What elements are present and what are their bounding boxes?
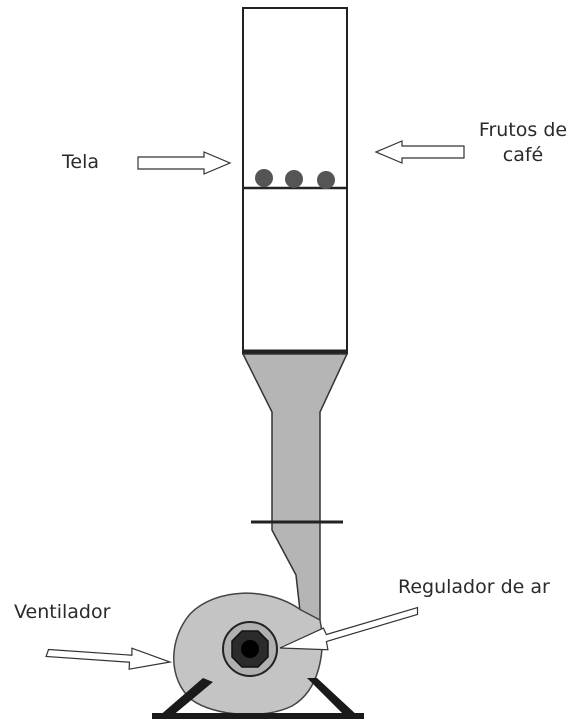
ventilador-label: Ventilador <box>14 601 111 623</box>
regulador-de-ar-label: Regulador de ar <box>398 576 550 598</box>
funnel-duct <box>241 353 349 621</box>
regulador-arrow <box>279 606 419 651</box>
coffee-berry-1 <box>255 169 273 187</box>
tela-label: Tela <box>62 151 99 173</box>
coffee-berry-3 <box>317 171 335 189</box>
frutos-label-line2: café <box>502 144 544 166</box>
stand-left-leg <box>158 678 213 717</box>
stand-right-leg <box>307 678 359 717</box>
air-regulator-center <box>241 640 259 658</box>
ventilador-arrow <box>45 647 173 670</box>
frutos-de-cafe-label: Frutos de café <box>470 118 576 168</box>
frutos-arrow <box>374 140 465 164</box>
frutos-label-line1: Frutos de <box>478 119 568 141</box>
coffee-berry-2 <box>285 170 303 188</box>
tela-arrow <box>137 151 232 175</box>
